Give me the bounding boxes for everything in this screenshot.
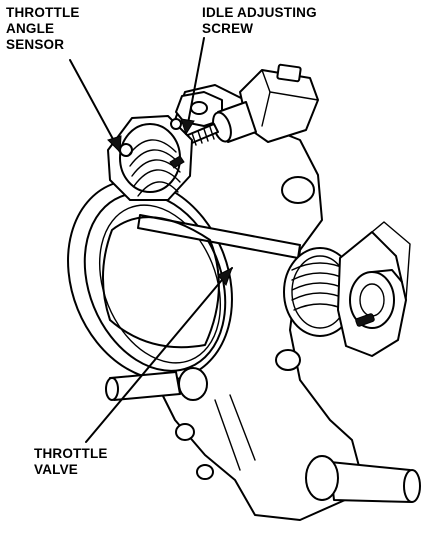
- nipple-boss: [178, 367, 208, 401]
- label-line: IDLE ADJUSTING: [202, 5, 317, 20]
- throttle-valve-plate: [102, 216, 220, 349]
- leader-idle-adjusting-screw: [185, 37, 205, 135]
- label-throttle-valve: THROTTLE VALVE: [34, 446, 108, 478]
- connector-latch: [276, 63, 302, 83]
- bracket-edge: [371, 221, 411, 301]
- port-boss: [175, 423, 195, 441]
- label-line: ANGLE: [6, 21, 55, 36]
- arrowhead-idle-adjusting-screw: [180, 118, 195, 136]
- outlet-pipe: [329, 461, 413, 503]
- throttle-stop-arm: [371, 269, 403, 283]
- connector-edge: [261, 91, 271, 127]
- throttle-bore-depth: [98, 204, 222, 364]
- tas-coil-spring: [127, 139, 181, 197]
- coolant-nipple: [109, 371, 181, 401]
- cable-end-nipple: [355, 313, 375, 327]
- casting-rib: [214, 394, 256, 471]
- label-line: VALVE: [34, 462, 79, 477]
- tas-tab: [169, 155, 185, 169]
- coolant-nipple-end: [105, 377, 119, 401]
- outlet-boss: [305, 455, 339, 501]
- leader-throttle-angle-sensor: [69, 59, 121, 153]
- arrowhead-throttle-angle-sensor: [107, 135, 122, 154]
- top-ear-bolt-hole: [190, 101, 208, 115]
- label-idle-adjusting-screw: IDLE ADJUSTING SCREW: [202, 5, 317, 37]
- arrowhead-throttle-valve: [217, 266, 233, 287]
- label-line: THROTTLE: [34, 446, 108, 461]
- label-line: SCREW: [202, 21, 254, 36]
- tas-face: [119, 123, 181, 193]
- linkage-return-spring: [291, 262, 349, 311]
- outlet-pipe-end: [403, 469, 421, 503]
- label-line: THROTTLE: [6, 5, 80, 20]
- port-boss: [196, 464, 214, 480]
- label-line: SENSOR: [6, 37, 65, 52]
- label-throttle-angle-sensor: THROTTLE ANGLE SENSOR: [6, 5, 80, 53]
- mounting-boss: [275, 349, 301, 371]
- tas-mount-screw: [170, 118, 182, 130]
- mounting-boss: [281, 176, 315, 204]
- leader-throttle-valve: [85, 267, 233, 443]
